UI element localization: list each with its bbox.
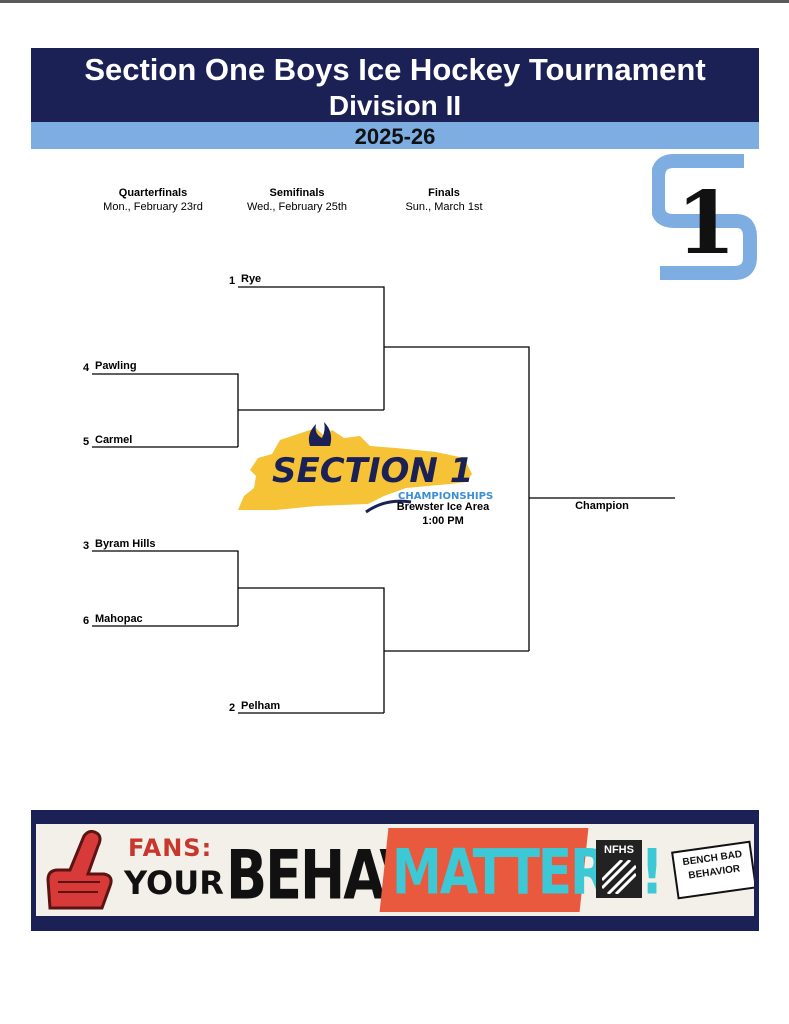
round-header-semifinals: Semifinals Wed., February 25th bbox=[217, 186, 377, 214]
team-pawling: Pawling bbox=[95, 360, 137, 372]
round-name: Quarterfinals bbox=[118, 187, 188, 199]
seed-pelham: 2 bbox=[229, 702, 236, 714]
team-rye: Rye bbox=[241, 273, 262, 285]
header-banner: Section One Boys Ice Hockey Tournament D… bbox=[31, 48, 759, 122]
round-name: Finals bbox=[428, 187, 460, 199]
round-date: Sun., March 1st bbox=[405, 201, 483, 213]
round-header-quarterfinals: Quarterfinals Mon., February 23rd bbox=[73, 186, 233, 214]
section-1-text: SECTION 1 bbox=[272, 451, 473, 491]
champion-label: Champion bbox=[575, 500, 629, 512]
top-border bbox=[0, 0, 789, 3]
team-pelham: Pelham bbox=[241, 700, 281, 712]
corner-logo-one: 1 bbox=[676, 173, 736, 274]
nfhs-stripes-icon bbox=[602, 860, 636, 894]
division-title: Division II bbox=[328, 90, 462, 121]
page-title: Section One Boys Ice Hockey Tournament bbox=[84, 52, 706, 87]
banner-your-text: YOUR bbox=[124, 864, 224, 902]
nfhs-logo: NFHS bbox=[596, 840, 642, 898]
banner-artwork: FANS: YOUR BEHAVIOR MATTERS! NFHS BENCH … bbox=[36, 824, 754, 916]
nfhs-logo-text: NFHS bbox=[604, 844, 634, 856]
championships-text: CHAMPIONSHIPS bbox=[398, 491, 493, 502]
bench-logo-text: BENCH BAD BEHAVIOR bbox=[674, 847, 753, 885]
foam-finger-icon bbox=[46, 830, 113, 910]
round-date: Mon., February 23rd bbox=[103, 201, 203, 213]
bench-bad-behavior-logo: BENCH BAD BEHAVIOR bbox=[671, 840, 754, 900]
corner-logo-s-outline bbox=[652, 154, 757, 280]
round-name: Semifinals bbox=[269, 187, 325, 199]
line-pawling bbox=[92, 373, 239, 447]
logo-swoosh bbox=[365, 499, 412, 514]
sportsmanship-banner: FANS: YOUR BEHAVIOR MATTERS! NFHS BENCH … bbox=[31, 810, 759, 931]
venue-name: Brewster Ice Area bbox=[396, 501, 490, 513]
line-byram bbox=[92, 550, 239, 626]
final-venue-info: Brewster Ice Area 1:00 PM bbox=[388, 500, 498, 528]
flame-icon bbox=[308, 422, 332, 446]
ny-state-shape bbox=[238, 428, 472, 510]
seed-rye: 1 bbox=[229, 275, 236, 287]
seed-mahopac: 6 bbox=[83, 615, 90, 627]
seed-carmel: 5 bbox=[83, 436, 90, 448]
banner-fans-text: FANS: bbox=[128, 834, 213, 862]
season-bar: 2025-26 bbox=[31, 122, 759, 149]
line-semi1-out bbox=[384, 346, 530, 651]
line-semi2-feed bbox=[238, 587, 385, 713]
line-rye bbox=[238, 286, 385, 410]
season-label: 2025-26 bbox=[354, 124, 436, 149]
team-mahopac: Mahopac bbox=[95, 613, 143, 625]
game-time: 1:00 PM bbox=[422, 515, 464, 527]
seed-byram-hills: 3 bbox=[83, 540, 90, 552]
round-header-finals: Finals Sun., March 1st bbox=[364, 186, 524, 214]
team-carmel: Carmel bbox=[95, 434, 133, 446]
seed-pawling: 4 bbox=[83, 362, 90, 374]
section-1-championships-logo: SECTION 1 CHAMPIONSHIPS bbox=[238, 422, 493, 514]
section-one-corner-logo: 1 bbox=[652, 154, 757, 280]
round-date: Wed., February 25th bbox=[246, 201, 348, 213]
team-byram-hills: Byram Hills bbox=[95, 538, 156, 550]
